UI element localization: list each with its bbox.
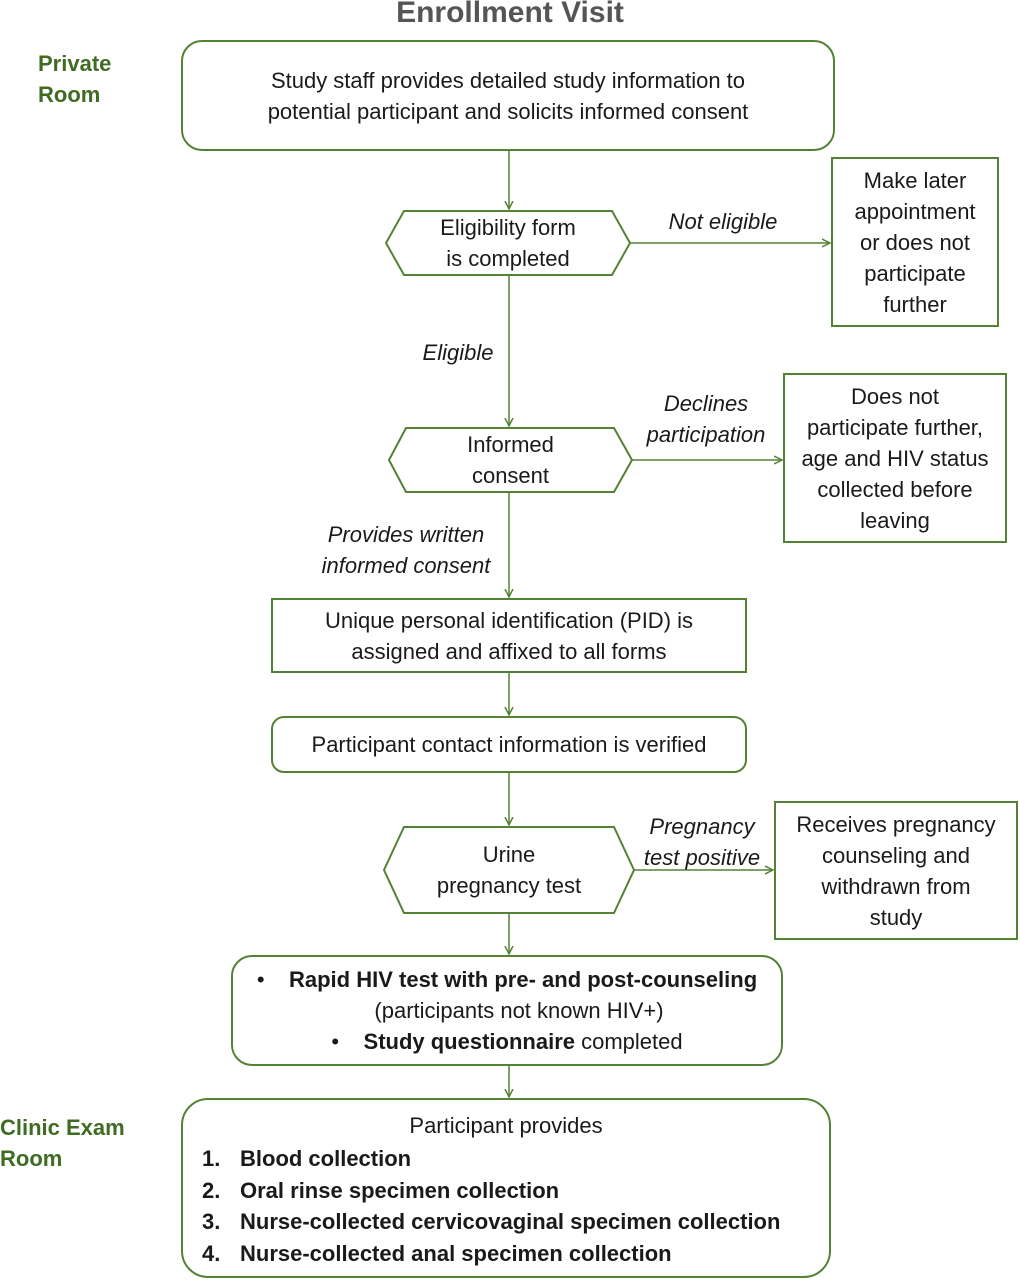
pregnancy-outcome-line1: Receives pregnancy (796, 811, 996, 837)
declines-outcome-line1: Does not (850, 383, 940, 409)
contact-text: Participant contact information is verif… (311, 732, 707, 757)
pregnancy-outcome-line3: withdrawn from (821, 873, 971, 899)
consent-info-line1: Study staff provides detailed study info… (270, 67, 746, 93)
declines-box-shape (783, 373, 1007, 543)
eligibility-node: Eligibility form is completed (386, 211, 630, 275)
edge-label-pregnancy-positive: Pregnancy test positive (630, 811, 774, 873)
hiv-questionnaire-box: • Rapid HIV test with pre- and post-coun… (232, 956, 782, 1065)
provides-label-line2: informed consent (321, 553, 491, 578)
declines-label-line2: participation (646, 422, 766, 447)
declines-outcome-box: Does not participate further, age and HI… (784, 374, 1006, 542)
pregnancy-outcome-box-shape (774, 801, 1018, 940)
edge-label-provides-consent: Provides written informed consent (306, 519, 506, 581)
page-title: Enrollment Visit (396, 0, 624, 29)
eligibility-hexagon (384, 210, 632, 276)
eligibility-line1: Eligibility form (440, 215, 576, 240)
specimen-text-3: Nurse-collected cervicovaginal specimen … (240, 1209, 781, 1234)
specimen-text-2: Oral rinse specimen collection (240, 1177, 560, 1203)
specimen-num-2: 2. (202, 1177, 221, 1203)
consent-info-line2: potential participant and solicits infor… (267, 98, 749, 124)
not-eligible-line5: further (883, 291, 947, 317)
section-private-room-line1: Private (38, 51, 112, 76)
pregnancy-outcome-line4: study (869, 904, 923, 930)
consent-info-box-shape (181, 40, 835, 151)
bullet-2: • (331, 1029, 340, 1054)
hiv-line3: • Study questionnaire completed (257, 1026, 757, 1057)
questionnaire-rest: completed (575, 1029, 683, 1054)
edge-label-declines: Declines participation (630, 388, 782, 450)
specimen-num-3: 3. (202, 1209, 221, 1234)
provides-label-line1: Provides written (327, 522, 485, 547)
section-clinic-line1: Clinic Exam (0, 1115, 125, 1140)
pregnancy-hexagon (382, 826, 636, 914)
specimen-item-4: 4. Nurse-collected anal specimen collecti… (202, 1238, 780, 1270)
specimen-num-4: 4. (202, 1240, 221, 1266)
specimens-box-shape (181, 1098, 831, 1278)
not-eligible-box-shape (831, 157, 999, 327)
pid-line1: Unique personal identification (PID) is (324, 607, 694, 633)
declines-outcome-line2: participate further, (806, 414, 984, 440)
not-eligible-line3: or does not (859, 229, 971, 255)
not-eligible-line4: participate (864, 260, 966, 286)
section-private-room: Private Room (38, 48, 111, 110)
specimen-item-1: 1. Blood collection (202, 1143, 780, 1175)
bullet-1: • (256, 967, 265, 992)
pid-line2: assigned and affixed to all forms (351, 638, 667, 664)
specimen-item-3: 3. Nurse-collected cervicovaginal specime… (202, 1206, 780, 1238)
pregnancy-outcome-line2: counseling and (821, 842, 970, 868)
specimens-header: Participant provides (409, 1113, 603, 1138)
pid-box-shape (271, 598, 747, 673)
specimen-item-2: 2. Oral rinse specimen collection (202, 1175, 780, 1207)
pid-box: Unique personal identification (PID) is … (272, 599, 746, 672)
declines-outcome-line3: age and HIV status (801, 445, 989, 471)
section-private-room-line2: Room (38, 82, 101, 107)
pregnancy-outcome-box: Receives pregnancy counseling and withdr… (775, 802, 1017, 939)
consent-info-box: Study staff provides detailed study info… (182, 41, 834, 150)
specimen-text-4: Nurse-collected anal specimen collection (240, 1240, 672, 1266)
not-eligible-line2: appointment (854, 198, 976, 224)
not-eligible-outcome-box: Make later appointment or does not parti… (832, 158, 998, 326)
declines-outcome-line5: leaving (860, 507, 930, 533)
edge-label-not-eligible: Not eligible (668, 209, 778, 234)
pregnancy-test-line1: Urine (482, 842, 536, 867)
questionnaire-text: Study questionnaire (363, 1029, 575, 1054)
pregnancy-label-line1: Pregnancy (649, 814, 755, 839)
specimen-text-1: Blood collection (240, 1146, 412, 1171)
informed-consent-line1: Informed (467, 432, 554, 457)
specimen-num-1: 1. (202, 1146, 221, 1171)
informed-consent-node: Informed consent (389, 428, 632, 492)
hiv-test-text: Rapid HIV test with pre- and post-counse… (289, 967, 758, 992)
hiv-box-shape (231, 955, 783, 1066)
declines-outcome-line4: collected before (817, 476, 973, 502)
hiv-line2: (participants not known HIV+) (374, 998, 664, 1023)
edge-label-eligible: Eligible (422, 340, 494, 365)
section-clinic-exam-room: Clinic Exam Room (0, 1112, 125, 1174)
pregnancy-label-line2: test positive (643, 845, 761, 870)
hiv-line1: • Rapid HIV test with pre- and post-coun… (257, 964, 757, 995)
section-clinic-line2: Room (0, 1146, 63, 1171)
pregnancy-test-line2: pregnancy test (436, 873, 582, 898)
specimens-list: 1. Blood collection 2. Oral rinse specimen… (202, 1143, 780, 1269)
not-eligible-line1: Make later (863, 167, 967, 193)
eligibility-line2: is completed (446, 246, 570, 271)
informed-consent-line2: consent (471, 463, 550, 488)
declines-label-line1: Declines (663, 391, 749, 416)
pregnancy-test-node: Urine pregnancy test (384, 827, 634, 913)
contact-box: Participant contact information is verif… (272, 717, 746, 772)
informed-consent-hexagon (387, 427, 634, 493)
